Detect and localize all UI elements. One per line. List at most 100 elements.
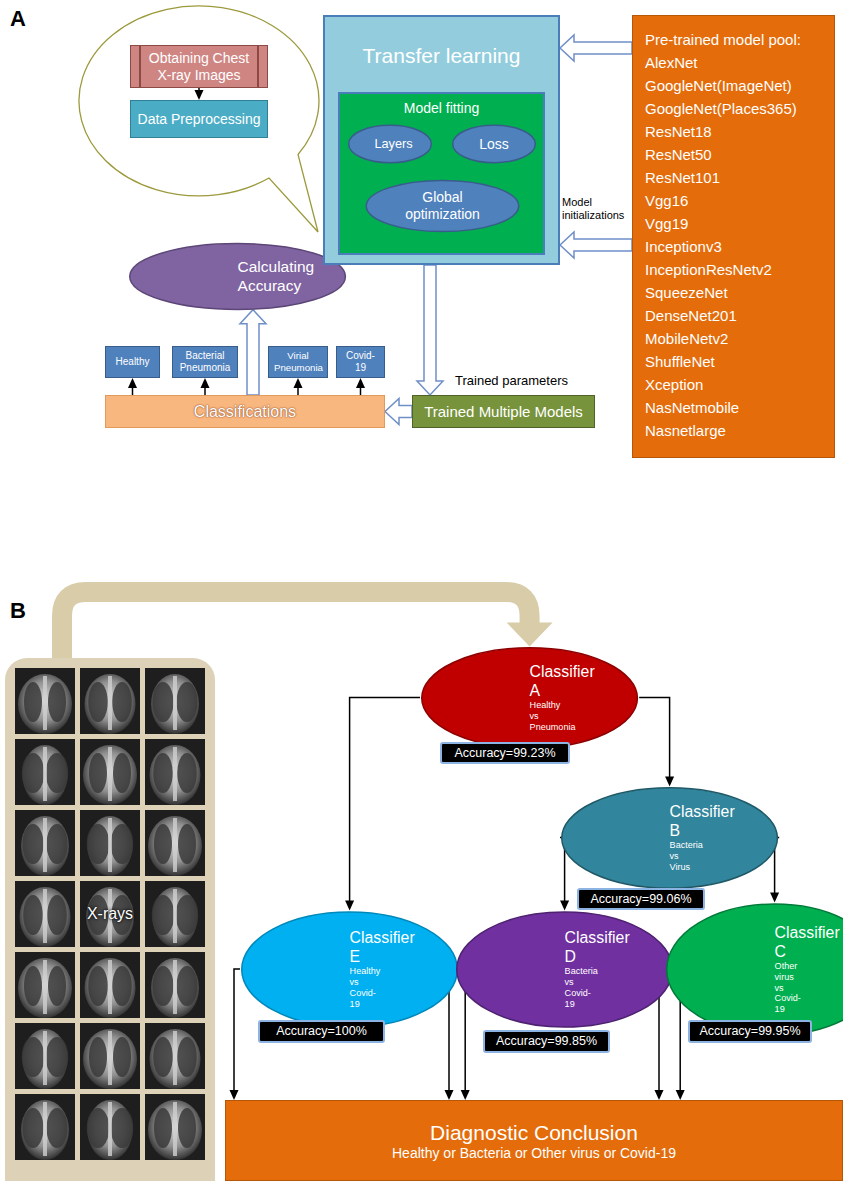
model-list-box: Pre-trained model pool:AlexNetGoogleNet(… [632, 15, 835, 458]
xray-body [153, 887, 198, 947]
xray-lung [24, 682, 42, 722]
xray-image [80, 668, 140, 734]
arrowhead [655, 1090, 664, 1100]
xray-body [18, 958, 72, 1018]
xray-body [21, 1100, 69, 1160]
block-arrow [417, 265, 443, 395]
ellipse-node: Classifier COther virus vs Covid-19 [665, 903, 843, 1036]
speech-bubble-outline [79, 6, 319, 232]
node-title: Loss [479, 136, 509, 153]
xray-lung [23, 824, 44, 864]
arrowhead [770, 893, 779, 903]
arrowhead [230, 1090, 239, 1100]
xray-lung [152, 895, 175, 935]
xray-body [23, 745, 68, 805]
ellipse-node: Classifier EHealthy vs Covid-19 [240, 911, 459, 1028]
class-box: Covid-19 [336, 346, 385, 378]
accuracy-badge: Accuracy=99.95% [688, 1020, 812, 1043]
arrowhead [665, 777, 674, 787]
ellipse-shape [453, 125, 536, 162]
ellipse-shape [667, 904, 843, 1035]
xray-image [145, 739, 205, 805]
connector-line [204, 387, 206, 395]
block-arrow [560, 35, 632, 61]
node-title: Bacterial Pneumonia [178, 350, 232, 374]
xray-body [151, 958, 199, 1018]
xray-lung [47, 824, 68, 864]
xray-image [15, 952, 75, 1018]
panel-letter: A [10, 6, 26, 31]
node-title: Virial Pneumonia [274, 350, 322, 373]
xray-body [88, 1100, 133, 1160]
xray-spine [108, 1102, 112, 1156]
xray-spine [108, 1031, 112, 1085]
xray-lung [112, 682, 132, 722]
xray-spine [43, 1102, 47, 1156]
arrowhead [560, 901, 569, 911]
node-title: Trained Multiple Models [424, 403, 583, 421]
xray-body [150, 1029, 201, 1089]
xray-image [145, 881, 205, 947]
ellipse-node: Global optimization [365, 180, 520, 232]
connector [417, 265, 443, 395]
xray-image [145, 668, 205, 734]
node-subtext: Xception [645, 373, 703, 396]
xray-lung [88, 966, 108, 1006]
label-wrap: A [10, 6, 26, 31]
arrowhead [461, 1090, 470, 1100]
group-panel: Model fittingLayersLossGlobal optimizati… [338, 92, 545, 255]
xray-lung [113, 1037, 131, 1077]
xray-lung [24, 966, 42, 1006]
node-subtext: GoogleNet(ImageNet) [645, 74, 792, 97]
node-subtext: ResNet50 [645, 143, 712, 166]
xray-image [15, 1094, 75, 1160]
xray-spine [173, 1031, 177, 1085]
ellipse-node: Classifier AHealthy vs Pneumonia [420, 647, 639, 749]
connector [128, 378, 137, 395]
xray-image [80, 739, 140, 805]
node-subtext: ResNet18 [645, 120, 712, 143]
connector-line [639, 698, 669, 778]
accuracy-badge: Accuracy=99.23% [440, 742, 570, 764]
ellipse-node: Loss [452, 125, 536, 163]
class-box: Bacterial Pneumonia [172, 346, 238, 378]
xray-lung [47, 895, 67, 935]
node-title: X-rays [80, 904, 140, 923]
xray-spine [43, 818, 47, 872]
process-box: Data Preprocessing [130, 100, 268, 138]
xray-body [150, 745, 201, 805]
ellipse-node: Classifier DBacteria vs Covid-19 [455, 911, 674, 1028]
xray-image [15, 668, 75, 734]
connector [240, 310, 266, 395]
ellipse-shape [349, 125, 432, 162]
xray-lung [88, 682, 108, 722]
group-panel: Transfer learningModel fittingLayersLoss… [323, 15, 560, 265]
xray-image [145, 952, 205, 1018]
node-title: Transfer learning [363, 43, 521, 68]
xray-lung [177, 966, 198, 1006]
node-subtext: Nasnetlarge [645, 419, 726, 442]
node-title: Accuracy=99.85% [496, 1034, 597, 1049]
node-title: Covid-19 [342, 350, 379, 374]
arrowhead [507, 623, 553, 647]
xray-spine [43, 747, 47, 801]
node-title: Accuracy=99.95% [699, 1024, 800, 1039]
xray-lung [48, 966, 66, 1006]
xray-body [21, 816, 69, 876]
connector [639, 698, 674, 787]
xray-lung [22, 753, 45, 793]
arrowhead [676, 1090, 685, 1100]
xray-image [15, 810, 75, 876]
ellipse-shape [562, 787, 778, 887]
xray-lung [177, 682, 198, 722]
xray-body [85, 674, 136, 734]
xray-lung [153, 753, 173, 793]
xray-body [151, 674, 199, 734]
node-title: Accuracy=100% [276, 1024, 367, 1039]
connector-line [350, 698, 420, 902]
xray-lung [177, 753, 197, 793]
xray-body [85, 958, 136, 1018]
xray-lung [87, 824, 110, 864]
node-subtext: Vgg19 [645, 212, 688, 235]
